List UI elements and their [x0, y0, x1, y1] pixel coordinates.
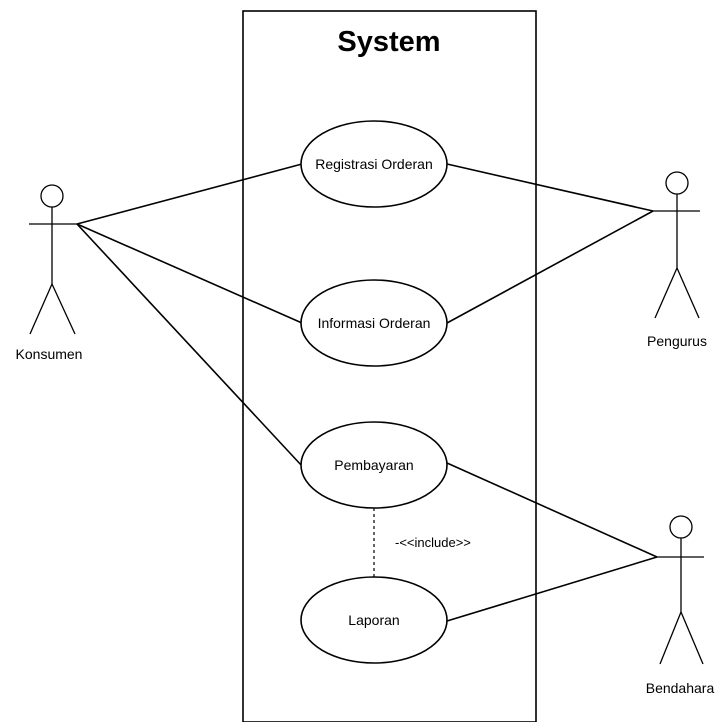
association-bendahara-pembayaran — [446, 462, 658, 558]
system-boundary — [242, 10, 537, 722]
actor-pengurus[interactable]: Pengurus — [647, 171, 707, 349]
actor-right-leg — [676, 267, 700, 319]
association-pengurus-informasi — [446, 210, 654, 324]
use-case-label: Registrasi Orderan — [315, 156, 433, 172]
associations — [76, 163, 658, 622]
actor-bendahara[interactable]: Bendahara — [646, 515, 715, 696]
actor-right-leg — [51, 283, 76, 335]
include-relation-label: -<<include>> — [395, 535, 471, 550]
use-case-pembayaran[interactable]: Pembayaran — [300, 421, 448, 509]
use-case-ellipse — [300, 421, 448, 509]
use-case-label: Pembayaran — [334, 457, 413, 473]
use-case-registrasi-orderan[interactable]: Registrasi Orderan — [300, 120, 448, 208]
actor-head — [665, 171, 689, 195]
use-case-label: Laporan — [348, 612, 399, 628]
actor-left-leg — [654, 267, 678, 319]
association-konsumen-informasi — [76, 223, 303, 324]
association-bendahara-laporan — [446, 556, 658, 622]
association-konsumen-registrasi — [76, 163, 303, 225]
use-case-ellipse — [300, 279, 448, 367]
actor-right-leg — [680, 611, 704, 665]
use-case-label: Informasi Orderan — [318, 315, 431, 331]
use-case-laporan[interactable]: Laporan — [300, 576, 448, 664]
association-konsumen-pembayaran — [76, 223, 303, 467]
actor-left-leg — [659, 611, 682, 665]
actor-konsumen[interactable]: Konsumen — [16, 184, 83, 362]
use-case-ellipse — [300, 120, 448, 208]
actor-label: Pengurus — [647, 333, 707, 349]
actor-left-leg — [29, 283, 53, 335]
use-case-ellipse — [300, 576, 448, 664]
actor-label: Konsumen — [16, 346, 83, 362]
system-title: System — [337, 26, 440, 58]
actor-head — [669, 515, 693, 539]
use-case-informasi-orderan[interactable]: Informasi Orderan — [300, 279, 448, 367]
actor-head — [40, 184, 64, 208]
actor-label: Bendahara — [646, 680, 715, 696]
association-pengurus-registrasi — [446, 163, 654, 212]
